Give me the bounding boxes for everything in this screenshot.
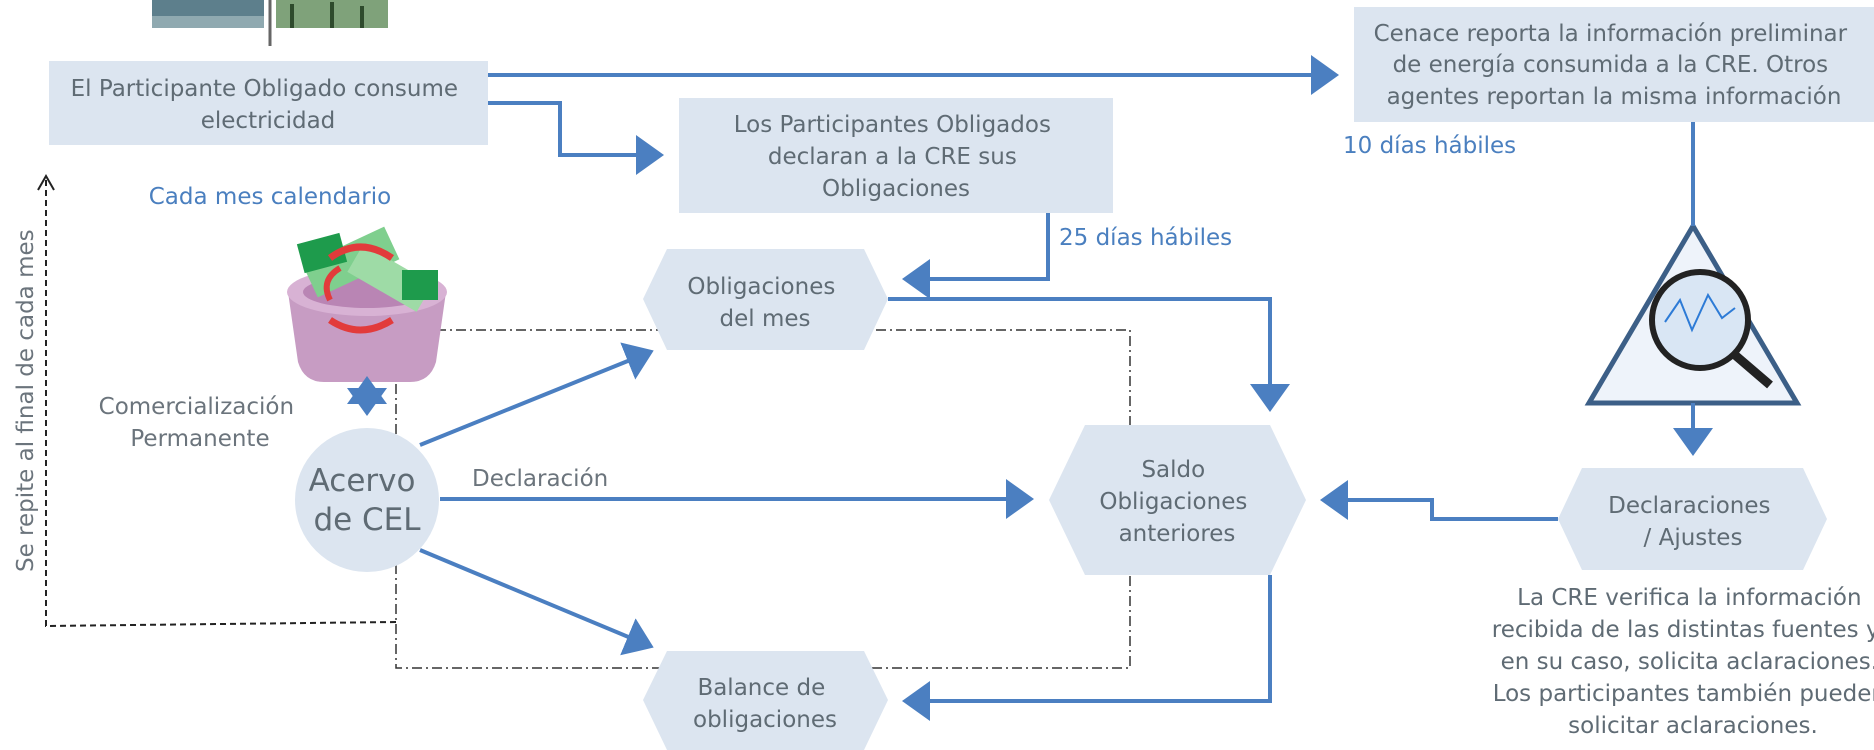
verifica-line-4: Los participantes también pueden [1493,681,1874,707]
cada-mes-label: Cada mes calendario [149,184,391,210]
svg-text:Declaraciones / Ajustes: Declaraciones / Ajustes [1608,493,1778,551]
declaraciones-hexagon: Declaraciones / Ajustes [1558,468,1827,570]
money-basket-icon [287,226,447,382]
obligaciones-mes-line-1: Obligaciones [687,274,835,300]
consume-line-1: El Participante Obligado consume [71,76,458,102]
saldo-hexagon: Saldo Obligaciones anteriores [1049,425,1306,575]
svg-text:Los Participantes Obligados: Los Participantes Obligados declaran a l… [734,112,1058,202]
declaracion-label: Declaración [472,466,608,492]
declaran-line-1: Los Participantes Obligados [734,112,1051,138]
repeat-label: Se repite al final de cada mes [13,229,39,572]
cenace-line-1: Cenace reporta la información preliminar [1374,21,1848,47]
acervo-circle: Acervo de CEL [295,428,439,572]
declaran-line-2: declaran a la CRE sus [768,144,1017,170]
dias-10-label: 10 días hábiles [1343,133,1516,159]
declaraciones-line-2: / Ajustes [1644,525,1743,551]
cenace-box: Cenace reporta la información preliminar… [1354,7,1874,122]
balance-hexagon: Balance de obligaciones [643,651,888,750]
repeat-loop [37,173,397,628]
cenace-line-3: agentes reportan la misma información [1387,84,1842,110]
cenace-line-2: de energía consumida a la CRE. Otros [1393,52,1829,78]
obligaciones-mes-hexagon: Obligaciones del mes [643,249,888,350]
saldo-line-3: anteriores [1119,521,1236,547]
acervo-line-1: Acervo [309,463,416,499]
verifica-line-5: solicitar aclaraciones. [1568,713,1818,739]
declaraciones-line-1: Declaraciones [1608,493,1770,519]
svg-text:El Participante Obligado consu: El Participante Obligado consume electri… [71,76,466,134]
magnifier-triangle-icon [1584,221,1802,406]
acervo-line-2: de CEL [313,502,421,538]
verifica-line-3: en su caso, solicita aclaraciones. [1501,649,1874,675]
obligaciones-mes-line-2: del mes [720,306,811,332]
svg-text:Saldo Obligaciones: Saldo Obligaciones anteriores [1099,457,1254,547]
verifica-paragraph: La CRE verifica la información recibida … [1492,585,1874,739]
svg-text:Balance de obligaciones: Balance de obligaciones [693,675,837,733]
declaran-line-3: Obligaciones [822,176,970,202]
comercializacion-label: Comercialización Permanente [99,394,302,452]
balance-line-1: Balance de [697,675,825,701]
power-plant-photos [152,0,388,46]
svg-text:Acervo de CEL: Acervo de CEL [309,463,426,538]
saldo-line-1: Saldo [1141,457,1205,483]
declaran-box: Los Participantes Obligados declaran a l… [679,98,1113,213]
consume-box: El Participante Obligado consume electri… [49,61,488,145]
svg-text:Obligaciones del mes: Obligaciones del mes [687,274,842,332]
comercializacion-line-2: Permanente [130,426,269,452]
consume-line-2: electricidad [201,108,336,134]
saldo-line-2: Obligaciones [1099,489,1247,515]
dias-25-label: 25 días hábiles [1059,225,1232,251]
verifica-line-1: La CRE verifica la información [1517,585,1861,611]
balance-line-2: obligaciones [693,707,837,733]
comercializacion-line-1: Comercialización [99,394,294,420]
verifica-line-2: recibida de las distintas fuentes y, [1492,617,1874,643]
arrows [347,55,1713,721]
svg-text:Cenace reporta la información: Cenace reporta la información preliminar… [1374,21,1855,110]
